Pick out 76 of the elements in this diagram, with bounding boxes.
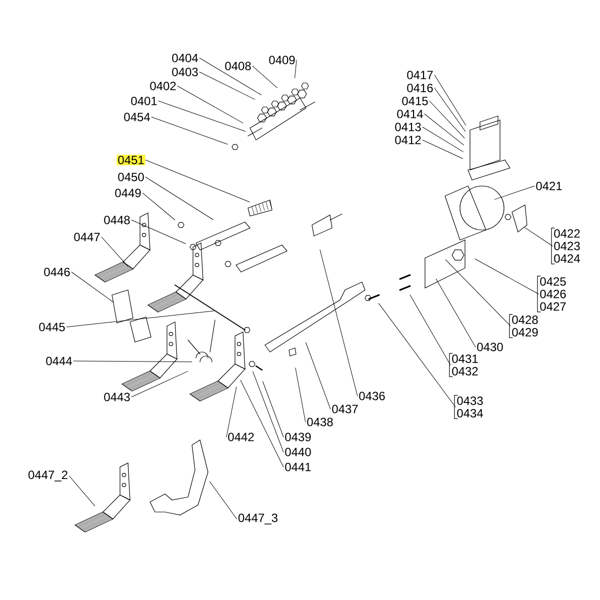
callout-number: 0428 0429 — [512, 316, 538, 336]
leader-line — [226, 386, 237, 438]
leader-line — [101, 236, 128, 266]
callout-number: 0454 — [124, 112, 150, 122]
callout-number: 0437 — [332, 404, 358, 414]
leader-line — [494, 186, 535, 200]
leader-line — [131, 220, 186, 244]
leader-line — [66, 310, 214, 328]
leader-line — [429, 100, 465, 138]
leader-line — [199, 72, 256, 100]
leader-line — [71, 272, 114, 303]
callout-number: 0451 — [116, 154, 146, 166]
callout-number: 0447 — [74, 232, 100, 242]
leader-line — [142, 192, 176, 220]
leader-line — [445, 259, 511, 326]
callout-number: 0445 — [39, 322, 65, 332]
callout-number: 0404 — [172, 54, 198, 62]
callout-number: 0444 — [46, 356, 72, 366]
leader-line — [73, 360, 192, 362]
callout-number: 0442 — [228, 432, 254, 442]
leader-line — [252, 371, 284, 452]
leader-line — [151, 116, 228, 145]
leader-line — [240, 380, 284, 468]
leader-line — [252, 66, 278, 88]
callout-number: 0401 — [131, 96, 157, 106]
callout-number: 0415 — [402, 96, 428, 106]
leader-line — [177, 86, 244, 124]
leader-line — [199, 58, 262, 96]
callout-number: 0440 — [285, 448, 311, 456]
callout-number: 0438 — [307, 418, 333, 426]
leader-line — [295, 368, 306, 422]
callout-number: 0409 — [269, 56, 295, 64]
leader-line — [524, 227, 553, 246]
callout-number: 0443 — [104, 392, 130, 402]
callout-number: 0417 — [407, 70, 433, 80]
callout-number: 0408 — [225, 62, 251, 70]
leader-line — [68, 476, 96, 506]
leader-line — [320, 250, 358, 396]
callout-number: 0446 — [44, 268, 70, 276]
callout-number: 0448 — [104, 216, 130, 224]
leader-line — [422, 140, 463, 159]
callout-number: 0425 0426 0427 — [540, 277, 566, 311]
leader-line — [306, 342, 331, 410]
leader-line — [131, 371, 188, 398]
callout-number: 0416 — [407, 84, 433, 92]
callout-number: 0412 — [395, 136, 421, 144]
leader-line — [422, 126, 464, 152]
callout-number: 0430 — [477, 342, 503, 352]
leader-line — [434, 88, 466, 132]
callout-number: 0439 — [285, 432, 311, 442]
callout-number: 0433 0434 — [457, 396, 483, 418]
leader-line — [158, 100, 246, 132]
leader-line — [410, 294, 451, 366]
leader-line — [378, 303, 456, 408]
leader-line — [209, 481, 238, 520]
leader-line — [434, 74, 466, 126]
callout-number: 0447_3 — [238, 514, 278, 524]
callout-number: 0421 — [536, 182, 562, 190]
callout-number: 0413 — [395, 122, 421, 132]
leader-line — [294, 60, 297, 78]
callout-number: 0449 — [115, 188, 141, 198]
callout-number: 0447_2 — [28, 470, 68, 482]
leader-line — [424, 114, 464, 146]
callout-number: 0402 — [150, 82, 176, 90]
callout-number: 0403 — [172, 68, 198, 76]
leader-line — [262, 381, 284, 438]
leader-line — [145, 176, 214, 220]
leader-line — [145, 160, 250, 202]
callout-number: 0422 0423 0424 — [554, 229, 580, 263]
callout-number: 0450 — [118, 172, 144, 182]
callout-number: 0441 — [285, 462, 311, 472]
leader-line — [474, 258, 539, 294]
leader-line — [436, 278, 476, 348]
callout-number: 0431 0432 — [452, 354, 478, 376]
callout-number: 0414 — [397, 110, 423, 118]
callout-number: 0436 — [359, 392, 385, 400]
